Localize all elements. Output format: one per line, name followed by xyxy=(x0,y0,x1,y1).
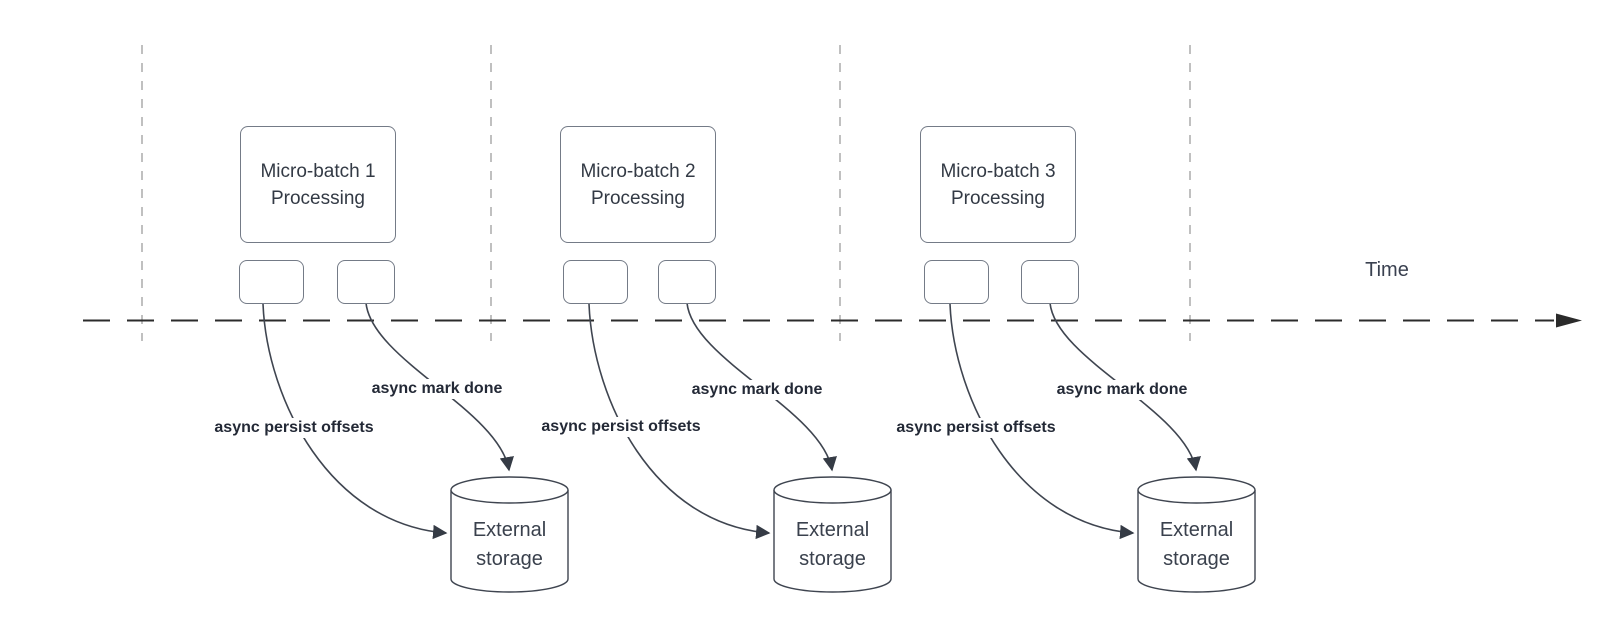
persist-offsets-label: async persist offsets xyxy=(537,417,705,437)
storage-label: External storage xyxy=(472,519,547,570)
persist-offsets-task-box xyxy=(924,260,989,304)
persist-offsets-label: async persist offsets xyxy=(210,418,378,438)
persist-offsets-task-box xyxy=(239,260,304,304)
persist-offsets-arrow xyxy=(588,303,771,540)
mark-done-task-box xyxy=(1021,260,1079,304)
time-axis-arrowhead-icon xyxy=(1556,313,1582,328)
persist-offsets-label: async persist offsets xyxy=(892,418,1060,438)
mark-done-task-box xyxy=(658,260,716,304)
persist-offsets-task-box xyxy=(563,260,628,304)
micro-batch-1-processing-box: Micro-batch 1 Processing xyxy=(240,126,396,243)
persist-offsets-arrow xyxy=(262,303,448,540)
mark-done-label: async mark done xyxy=(687,380,827,400)
cylinder-body xyxy=(1137,490,1256,593)
external-storage-cylinder: External storage xyxy=(1137,476,1256,593)
persist-offsets-arrow xyxy=(949,303,1135,540)
external-storage-cylinder: External storage xyxy=(450,476,569,593)
mark-done-label: async mark done xyxy=(1052,380,1192,400)
cylinder-top xyxy=(1137,476,1256,504)
time-label: Time xyxy=(1365,259,1409,281)
mark-done-task-box xyxy=(337,260,395,304)
micro-batch-2-processing-box: Micro-batch 2 Processing xyxy=(560,126,716,243)
storage-label: External storage xyxy=(1159,519,1234,570)
cylinder-body xyxy=(450,490,569,593)
mark-done-label: async mark done xyxy=(367,379,507,399)
external-storage-cylinder: External storage xyxy=(773,476,892,593)
micro-batch-3-processing-box: Micro-batch 3 Processing xyxy=(920,126,1076,243)
cylinder-body xyxy=(773,490,892,593)
cylinder-top xyxy=(450,476,569,504)
storage-label: External storage xyxy=(795,519,870,570)
cylinder-top xyxy=(773,476,892,504)
